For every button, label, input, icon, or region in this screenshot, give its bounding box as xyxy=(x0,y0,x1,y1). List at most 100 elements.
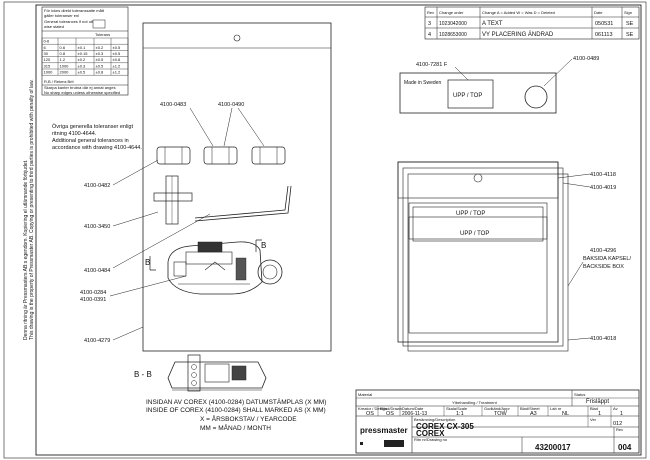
tb-check-label: Ritad/Drawn xyxy=(380,406,402,411)
part-labels: 4100-0483 4100-0490 4100-0482 4100-3450 … xyxy=(80,102,265,344)
tol-cell: ±0.1 xyxy=(78,45,87,50)
label-4100-0482: 4100-0482 xyxy=(84,183,110,189)
tb-status: Frisläppt xyxy=(586,399,609,405)
label-4100-0284: 4100-0284 xyxy=(80,290,106,296)
tb-name-2: COREX xyxy=(416,429,445,438)
tb-name-label: Benämning/Description xyxy=(414,417,455,422)
tol-cell: ±0.3 xyxy=(78,63,87,68)
tol-footer: R,B / Rekms Brit xyxy=(44,79,74,84)
tol-cell: 0.6 xyxy=(60,45,66,50)
date-note-3: X = ÅRSBOKSTAV / YEARCODE xyxy=(200,414,297,423)
section-view-label: B - B xyxy=(134,370,152,379)
tol-cell: ±0.5 xyxy=(113,45,122,50)
tb-rev: 004 xyxy=(618,443,632,452)
tb-rev-label: Rev xyxy=(616,427,623,432)
tol-note-3: General tolerances if not other- xyxy=(44,19,100,24)
ct-head-order: Change order xyxy=(439,10,464,15)
ct-r1-change: A TEXT xyxy=(482,21,503,27)
tb-check: OS xyxy=(386,411,394,417)
tb-page: 1 xyxy=(598,411,601,417)
part-3450-shape xyxy=(153,175,193,225)
section-mark-top: B xyxy=(261,241,266,250)
part-0484-hexkey xyxy=(194,185,292,222)
ct-head-rev: Rev xyxy=(427,10,434,15)
tol-cell: ±0.8 xyxy=(96,70,105,75)
label-4100-3450: 4100-3450 xyxy=(84,224,110,230)
label-4100-4019: 4100-4019 xyxy=(590,185,616,191)
backside-2: BACKSIDE BOX xyxy=(583,264,624,270)
ct-r1-date: 050531 xyxy=(595,21,613,27)
backside-1: BAKSIDA KAPSEL/ xyxy=(583,256,631,262)
tb-size: A3 xyxy=(530,411,537,417)
tol-cell: ±0.5 xyxy=(78,70,87,75)
tb-project: OS xyxy=(366,411,374,417)
tol-cell: ±0.15 xyxy=(78,51,89,56)
tol-note-4: wise stated xyxy=(44,24,64,29)
change-table: Rev Change order Change A = Added W = Wa… xyxy=(424,6,640,40)
bag-outline xyxy=(142,22,332,352)
label-4100-4296: 4100-4296 xyxy=(590,248,616,254)
tol-cell: ±0.5 xyxy=(96,57,105,62)
tb-name-1: COREX CX-305 xyxy=(416,422,474,431)
tol-cell: 1.2 xyxy=(60,57,66,62)
tol-cell: 0-6 xyxy=(44,39,51,44)
outer-frame xyxy=(3,1,647,459)
tb-appr-label: Godkänd/Appr xyxy=(484,406,510,411)
part-0482-shape xyxy=(156,146,191,165)
section-mark-left: B xyxy=(145,258,150,267)
tb-pages-label: Av xyxy=(613,406,618,411)
tol-cell: ±1.2 xyxy=(113,63,122,68)
general-note-3: Additional general tolerances in xyxy=(52,138,129,144)
section-b-markers: B B xyxy=(145,239,266,271)
ct-r2-order: 1028653000 xyxy=(439,32,467,38)
tol-cell: ±0.2 xyxy=(96,45,105,50)
tol-cell: 0.8 xyxy=(60,51,66,56)
ct-head-change: Change A = Added W = Was D = Deleted xyxy=(482,10,555,15)
tol-cell: 30 xyxy=(44,51,49,56)
product-label: Made in Sweden UPP / TOP 4100-7281 F 410… xyxy=(399,56,599,114)
ct-head-date: Date xyxy=(594,10,603,15)
general-notes: Övriga generella toleranser enligt ritni… xyxy=(52,123,142,151)
ct-r1-order: 1023042000 xyxy=(439,21,467,27)
label-4100-7281: 4100-7281 F xyxy=(416,62,448,68)
tb-drawing-label: Ritn nr/Drawing no xyxy=(414,437,448,442)
tb-material-label: Material xyxy=(358,392,372,397)
date-note-4: MM = MÅNAD / MONTH xyxy=(200,423,271,432)
company-logo: pressmaster xyxy=(360,426,408,447)
tb-appr: TOW xyxy=(494,411,508,417)
tol-cell: 6 xyxy=(44,45,47,50)
section-view: B - B INSIDAN AV COREX (4100-0284) DATUM… xyxy=(134,354,326,432)
side-notes: Denna ritning är Pressmasters AB:s egend… xyxy=(23,79,35,340)
date-note-1: INSIDAN AV COREX (4100-0284) DATUMSTÄMPL… xyxy=(146,398,326,406)
general-note-2: ritning 4100-4644. xyxy=(52,131,97,137)
date-note-2: INSIDE OF COREX (4100-0284) SHALL MARKED… xyxy=(146,407,326,414)
tb-lab-label: Lab nr xyxy=(550,406,562,411)
tol-bottom-1: Skarpa kanter brutna där ej annat anges xyxy=(44,85,116,90)
side-note-2: This drawing is the property of Pressmas… xyxy=(29,79,35,340)
tol-cell: ±0.3 xyxy=(96,51,105,56)
label-upp-top: UPP / TOP xyxy=(453,93,482,99)
tb-date: 2006-11-13 xyxy=(402,411,427,417)
company-name: pressmaster xyxy=(360,426,408,435)
ct-r2-change: VY PLACERING ÄNDRAD xyxy=(482,31,554,38)
title-block: Material Ytbehandling / Treatment Status… xyxy=(355,389,640,454)
label-4100-4279: 4100-4279 xyxy=(84,338,110,344)
tb-pages: 1 xyxy=(620,411,623,417)
tb-version-label: Ver xyxy=(590,417,597,422)
label-4100-0490: 4100-0490 xyxy=(218,102,244,108)
tol-cell: ±0.2 xyxy=(78,57,87,62)
tol-cell: ±0.5 xyxy=(96,63,105,68)
box-labels: 4100-4118 4100-4019 4100-4296 BAKSIDA KA… xyxy=(557,172,631,342)
tol-note-2: gäller toleranser enl xyxy=(44,13,79,18)
part-0490-shape xyxy=(251,146,286,165)
ct-r2-date: 061113 xyxy=(595,32,613,38)
label-4100-4118: 4100-4118 xyxy=(590,172,616,178)
label-4100-4018: 4100-4018 xyxy=(590,336,616,342)
tol-cell: 1000 xyxy=(44,70,54,75)
ct-r2-rev: 4 xyxy=(428,32,431,38)
ct-r1-rev: 3 xyxy=(428,21,431,27)
tol-cell: 120 xyxy=(44,57,51,62)
tb-status-label: Status xyxy=(574,392,585,397)
side-note-1: Denna ritning är Pressmasters AB:s egend… xyxy=(23,160,29,340)
